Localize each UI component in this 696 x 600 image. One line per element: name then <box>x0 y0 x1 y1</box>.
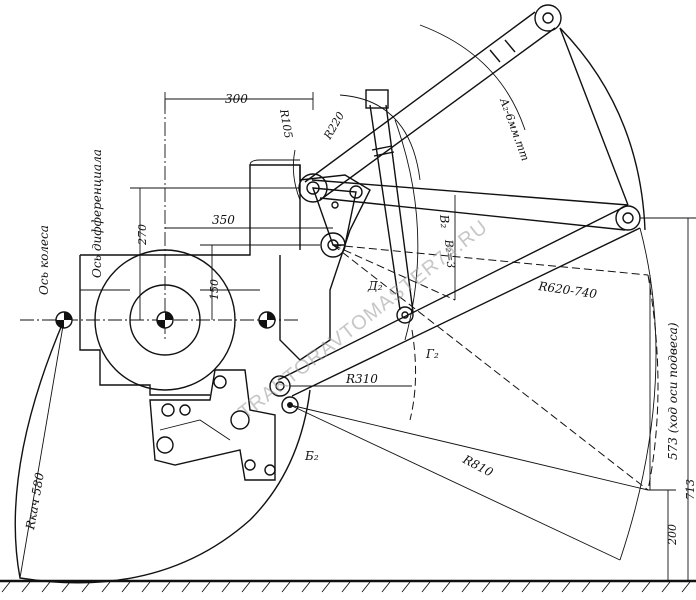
label-d2: Д₂ <box>367 279 383 293</box>
label-a2: A₂-6мм.mm <box>497 96 532 163</box>
ground-line <box>0 579 696 593</box>
wheel-axis-marker <box>55 311 73 329</box>
ray-r810b <box>289 404 649 491</box>
pivot-middle <box>320 185 363 258</box>
label-v2: В₂=3 <box>442 238 458 269</box>
arc-strut-swing <box>394 119 419 341</box>
differential-housing <box>79 159 301 396</box>
ray-b <box>332 244 456 301</box>
hydraulic-cylinder <box>304 4 629 206</box>
label-r-wheel: Rкач 580 <box>23 471 47 531</box>
label-stroke: 573 (ход оси подвеса) <box>666 322 680 460</box>
label-350: 350 <box>212 213 235 227</box>
third-axis-marker <box>258 311 276 329</box>
label-713: 713 <box>684 479 696 500</box>
label-270: 270 <box>136 224 149 246</box>
dim-150 <box>200 244 320 320</box>
dim-713 <box>640 217 696 581</box>
label-r105: R105 <box>277 107 295 139</box>
arc-r810 <box>619 227 657 561</box>
label-r620: R620-740 <box>537 279 599 301</box>
mounting-bracket <box>149 369 276 481</box>
diff-axis-marker <box>156 311 174 329</box>
label-300: 300 <box>225 92 248 106</box>
label-200: 200 <box>666 524 679 546</box>
ray-r620 <box>332 244 649 276</box>
dim-270 <box>130 187 300 320</box>
arc-top-right <box>559 27 646 231</box>
label-g2: Г₂ <box>425 347 439 361</box>
short-link <box>311 187 357 246</box>
vertical-strut <box>365 89 414 324</box>
wheel-radius-line <box>19 319 65 579</box>
label-r810: R810 <box>460 452 496 480</box>
label-r220: R220 <box>321 110 347 143</box>
label-wheel-axis: Ось колеса <box>37 225 51 295</box>
arc-r310 <box>409 329 417 421</box>
arc-r105 <box>292 149 301 201</box>
arc-r220 <box>339 94 421 181</box>
arc-r620 <box>647 274 659 491</box>
dim-300 <box>164 92 314 110</box>
wheel-radius-arc <box>14 319 311 584</box>
label-r310: R310 <box>345 372 378 386</box>
label-b2-under: Б₂ <box>304 449 319 463</box>
upper-arm <box>311 179 629 231</box>
ray-r620b <box>332 244 649 491</box>
label-150: 150 <box>208 279 221 300</box>
label-b2: В₂ <box>437 213 452 229</box>
ray-r810 <box>289 404 621 561</box>
label-diff-axis: Ось дифференциала <box>90 149 104 278</box>
dim-200 <box>648 489 676 581</box>
arc-a2 <box>419 24 526 131</box>
